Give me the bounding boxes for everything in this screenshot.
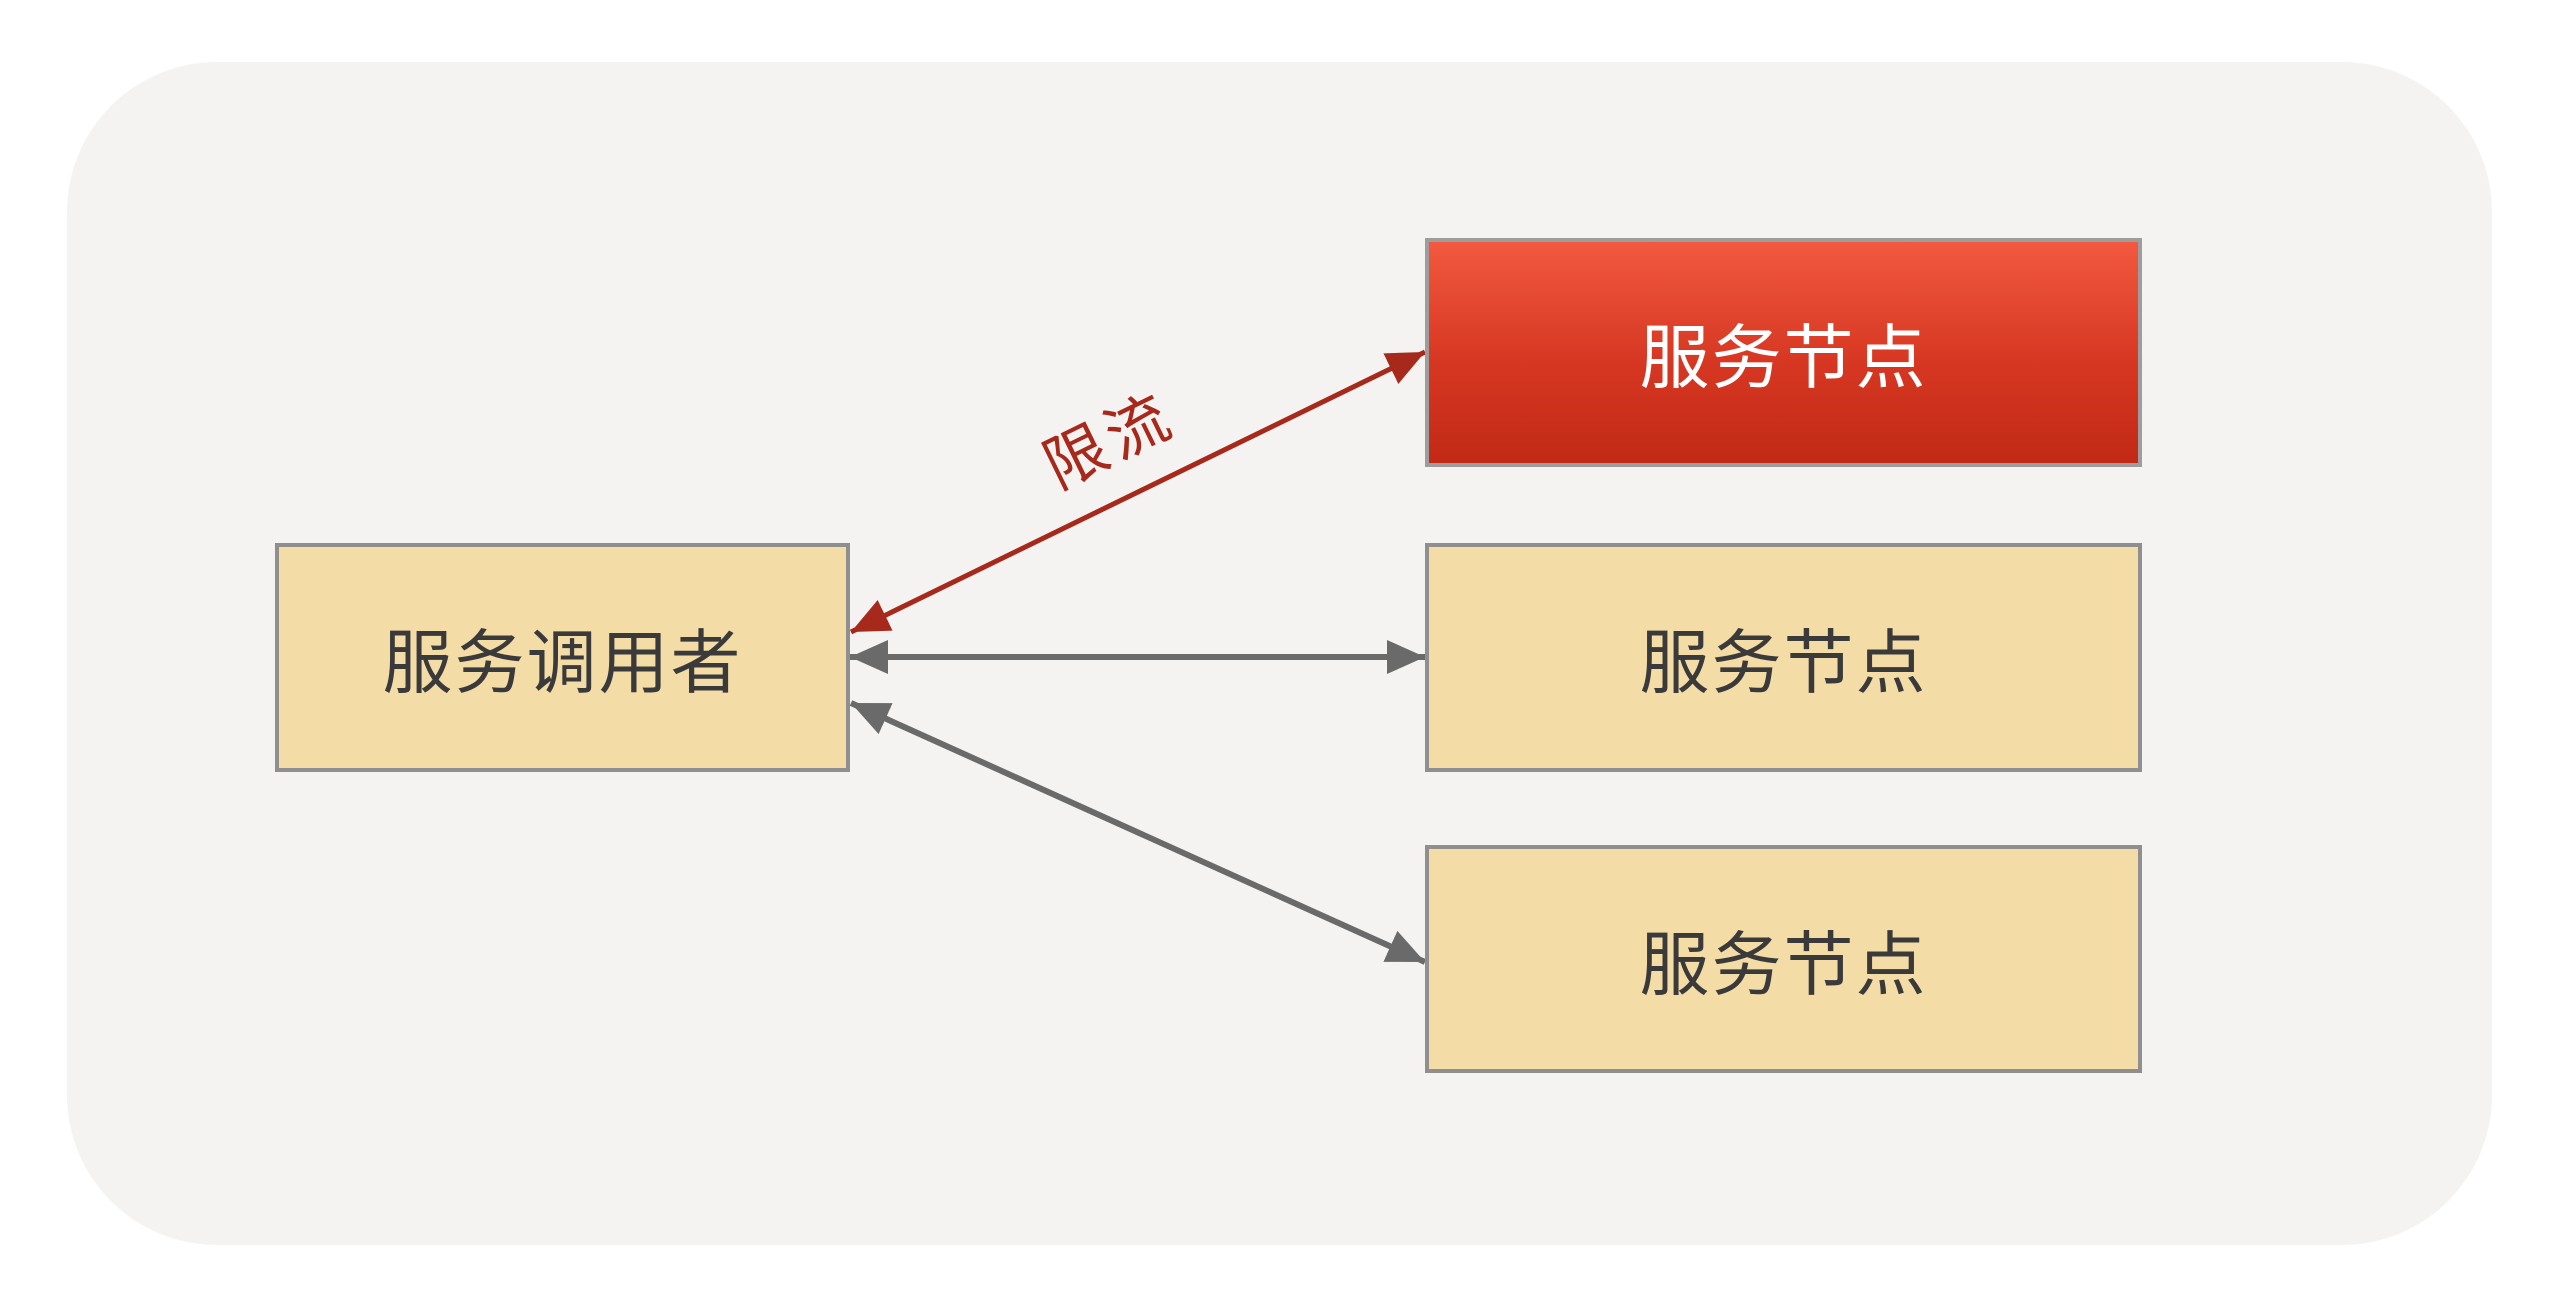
service-node-label: 服务节点 [1639, 319, 1928, 397]
caller-node-label: 服务调用者 [382, 624, 743, 702]
service-node-middle: 服务节点 [1425, 543, 2142, 772]
service-node-label: 服务节点 [1639, 624, 1928, 702]
caller-node: 服务调用者 [275, 543, 850, 772]
service-node-rate-limited: 服务节点 [1425, 238, 2142, 467]
service-node-label: 服务节点 [1639, 925, 1928, 1004]
service-node-bottom: 服务节点 [1425, 845, 2142, 1073]
